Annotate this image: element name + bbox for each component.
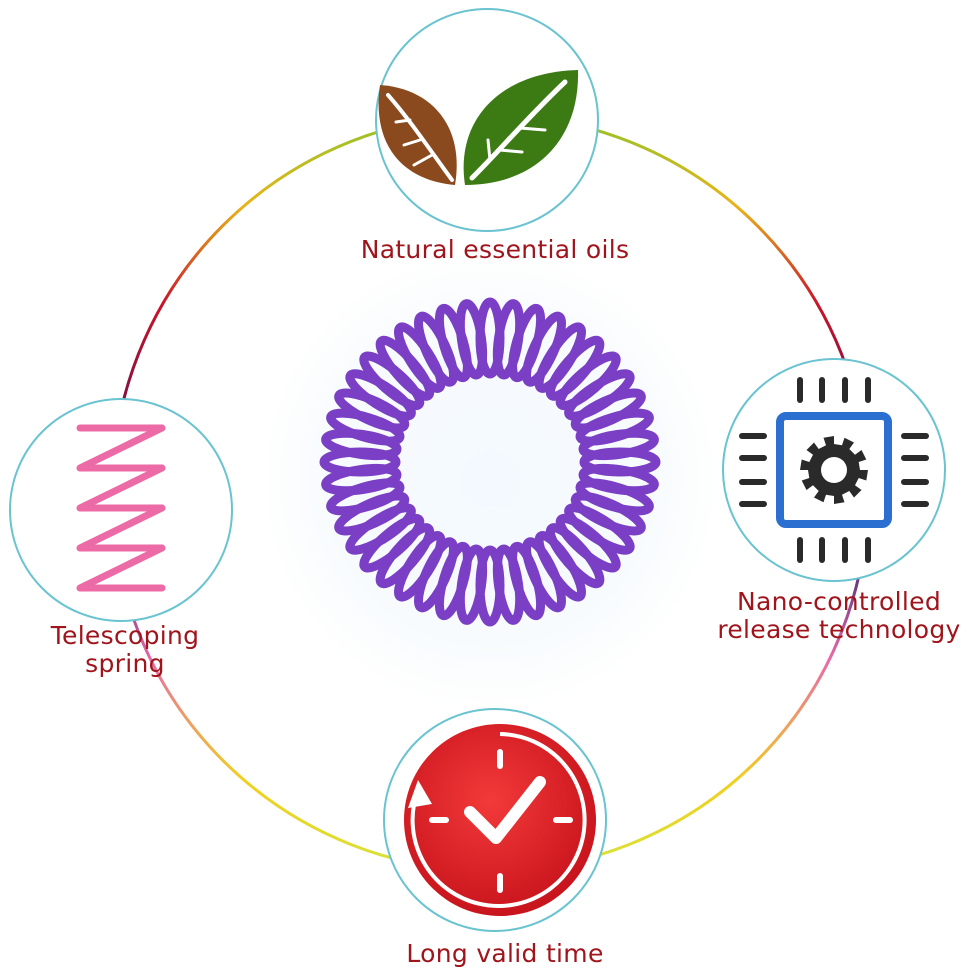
label-line-1: Telescoping [50,621,200,650]
label-text: Long valid time [406,939,604,968]
label-line-1: Nano-controlled [737,587,941,616]
feature-label-telescoping-spring: Telescoping spring [20,622,230,678]
bracelet-coil [578,428,659,461]
feature-label-natural-essential-oils: Natural essential oils [300,236,690,264]
spiral-bracelet-icon [319,297,661,627]
label-line-2: release technology [717,615,961,644]
feature-node-top [375,8,599,232]
label-line-2: spring [85,649,165,678]
feature-node-right [722,358,946,582]
label-text: Natural essential oils [360,235,630,264]
gear-icon [800,436,868,504]
clock-check-icon [404,724,596,916]
center-glow [260,250,720,710]
feature-label-nano-controlled: Nano-controlled release technology [694,588,979,644]
feature-node-bottom [383,708,607,932]
feature-label-long-valid-time: Long valid time [330,940,680,968]
leaves-icon [378,70,579,185]
chip-gear-icon [739,377,929,563]
feature-node-left [9,398,233,622]
spring-icon [76,424,166,592]
